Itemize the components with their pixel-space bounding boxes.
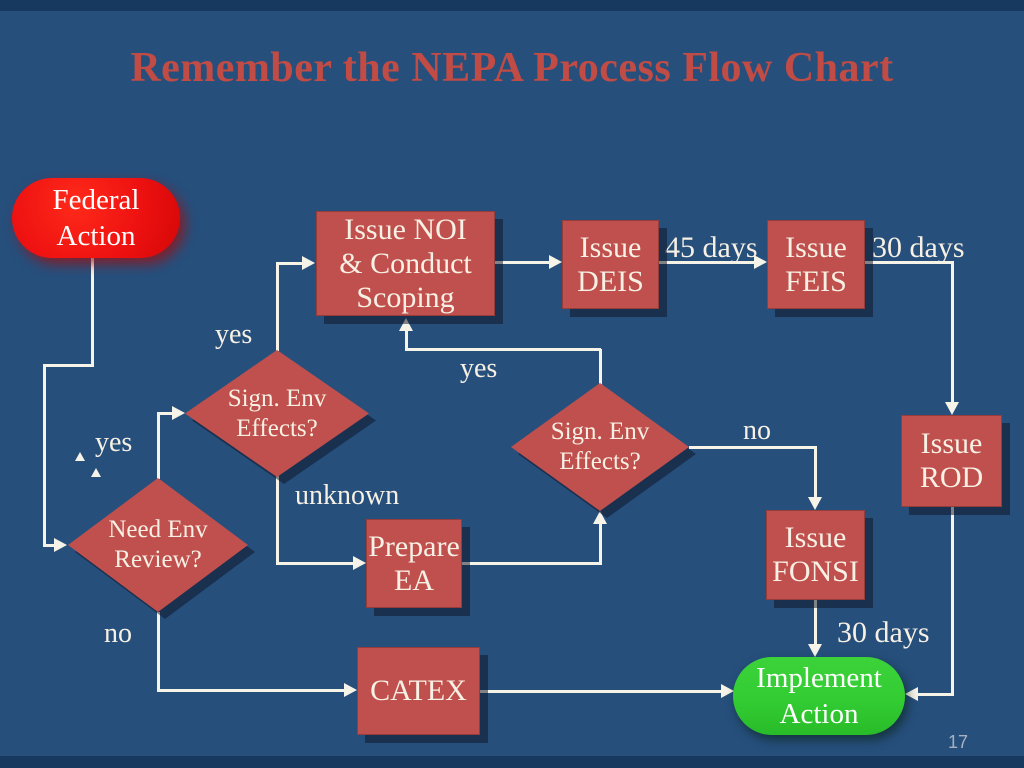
node-label: Action — [56, 220, 136, 252]
node-label: Issue — [920, 427, 983, 460]
edge-label-45-days: 45 days — [665, 231, 758, 264]
node-need-env-review: Need Env Review? — [68, 478, 248, 612]
node-label: Issue — [785, 230, 847, 264]
node-label: EA — [394, 563, 434, 597]
node-issue-rod: Issue ROD — [901, 415, 1002, 507]
edge-label-no-review: no — [104, 618, 132, 649]
node-label: Federal — [52, 184, 140, 216]
node-label: Need Env — [108, 516, 208, 543]
node-label: CATEX — [370, 674, 467, 707]
node-label: Scoping — [356, 280, 455, 314]
node-label: & Conduct — [339, 246, 472, 280]
node-label: Issue NOI — [344, 212, 467, 246]
node-label: Prepare — [368, 529, 460, 563]
page-number: 17 — [948, 732, 969, 752]
edge-label-unknown: unknown — [295, 480, 400, 511]
edge-label-yes-effects2: yes — [460, 353, 498, 384]
node-label: FEIS — [785, 264, 847, 298]
node-federal-action: Federal Action — [12, 178, 180, 258]
top-edge-strip — [0, 0, 1024, 11]
node-label: Implement — [756, 662, 882, 694]
node-prepare-ea: Prepare EA — [366, 519, 462, 608]
node-label: DEIS — [577, 264, 644, 298]
node-issue-fonsi: Issue FONSI — [766, 510, 865, 600]
dash-tick-icon — [91, 468, 101, 477]
node-label: Review? — [114, 546, 202, 573]
node-catex: CATEX — [357, 647, 480, 735]
node-label: ROD — [919, 461, 984, 494]
node-implement-action: Implement Action — [733, 657, 905, 735]
bottom-edge-strip — [0, 756, 1024, 768]
node-issue-feis: Issue FEIS — [767, 220, 865, 309]
edge-label-yes-noi: yes — [215, 319, 253, 350]
node-label: Sign. Env — [550, 418, 650, 445]
node-label: FONSI — [772, 555, 859, 588]
node-label: Action — [779, 698, 859, 730]
node-sign-env-effects-left: Sign. Env Effects? — [185, 350, 369, 477]
edge-label-no-effects2: no — [743, 415, 771, 446]
node-label: Effects? — [559, 448, 641, 475]
slide-title: Remember the NEPA Process Flow Chart — [130, 45, 894, 91]
dash-tick-icon — [75, 452, 85, 461]
node-label: Issue — [579, 230, 642, 264]
node-label: Sign. Env — [227, 384, 327, 412]
edge-label-yes-review: yes — [95, 427, 133, 458]
edge-label-30-days-top: 30 days — [872, 231, 965, 264]
node-label: Issue — [784, 521, 847, 554]
node-issue-noi: Issue NOI & Conduct Scoping — [316, 211, 495, 316]
node-label: Effects? — [236, 414, 318, 442]
node-sign-env-effects-right: Sign. Env Effects? — [511, 383, 689, 511]
node-issue-deis: Issue DEIS — [562, 220, 659, 309]
edge-label-30-days-bottom: 30 days — [837, 616, 930, 649]
